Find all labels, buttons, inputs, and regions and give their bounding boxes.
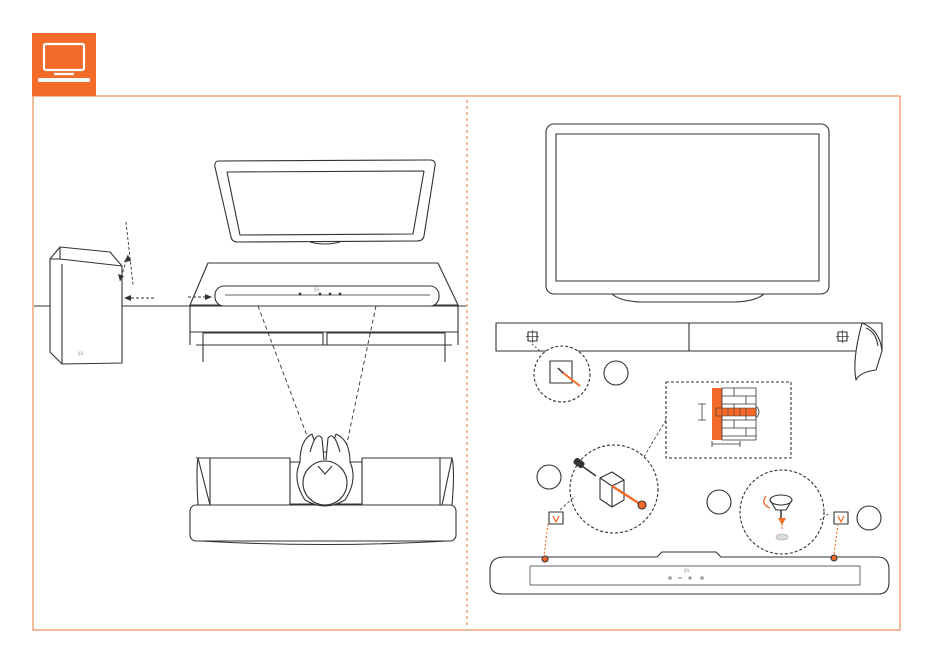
tv-illustration-left: [215, 160, 435, 244]
step-circle-1: [604, 361, 628, 385]
step-circle-2: [537, 465, 561, 489]
listener-illustration: [297, 434, 353, 506]
right-panel-wall-mount-diagram: JBL: [490, 124, 889, 594]
header-badge-background: [32, 33, 96, 96]
wall-anchor-detail: [666, 382, 791, 458]
bracket-right: [820, 512, 848, 554]
subwoofer-illustration: JBL: [50, 247, 122, 364]
anchor-insertion-callout: [570, 445, 658, 533]
step-circle-4: [857, 506, 881, 530]
step-circle-3: [707, 490, 731, 514]
left-panel-placement-diagram: JBL JBL: [34, 160, 466, 545]
pairing-arrows: [120, 222, 208, 298]
tv-stand-illustration: [190, 263, 458, 362]
tv-illustration-right: [546, 124, 829, 302]
soundbar-brand-logo-right: JBL: [683, 568, 691, 573]
bracket-left: [544, 512, 563, 556]
mark-left-icon: [526, 330, 539, 343]
mark-right-icon: [836, 330, 849, 343]
header-badge: [32, 33, 96, 96]
soundbar-brand-logo-left: JBL: [313, 287, 321, 292]
screw-detail-callout: [740, 470, 824, 554]
subwoofer-brand-logo: JBL: [77, 351, 85, 356]
soundbar-illustration-left: JBL: [215, 286, 439, 306]
mark-detail-callout: [532, 344, 590, 402]
soundbar-illustration-right: JBL: [490, 552, 889, 594]
